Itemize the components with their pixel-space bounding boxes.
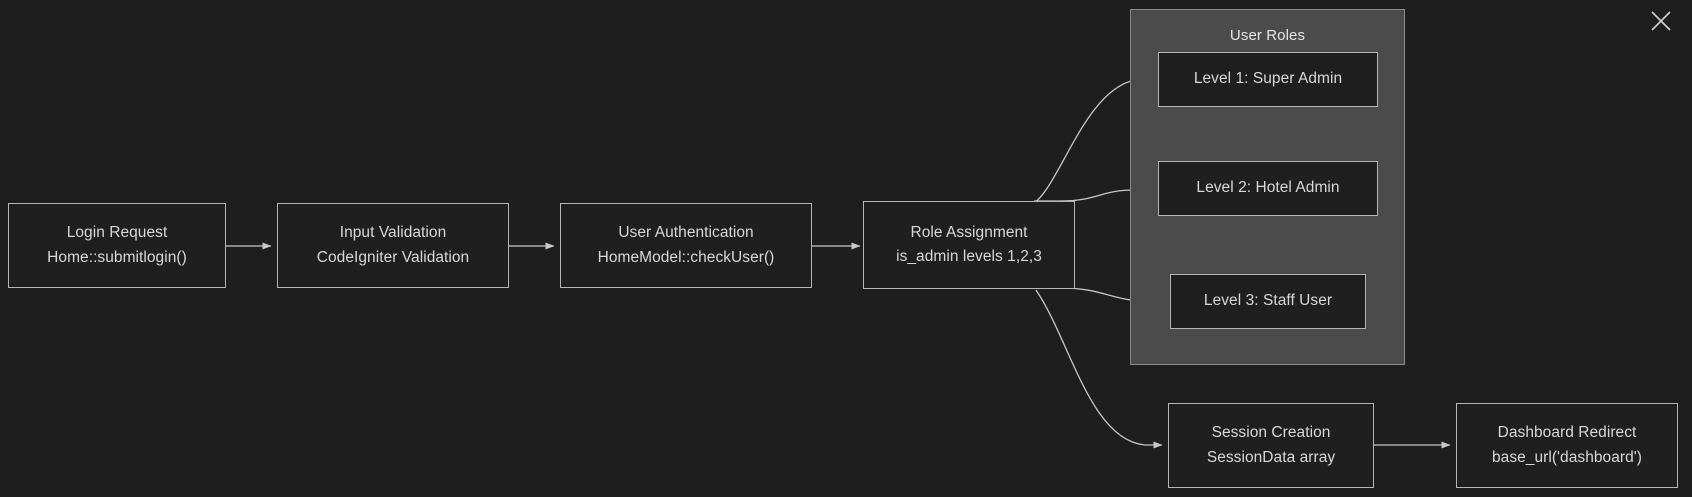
node-login-request[interactable]: Login Request Home::submitlogin() xyxy=(8,203,226,288)
node-role-assignment-line2: is_admin levels 1,2,3 xyxy=(896,248,1042,265)
close-icon[interactable] xyxy=(1646,6,1676,36)
node-user-authentication[interactable]: User Authentication HomeModel::checkUser… xyxy=(560,203,812,288)
user-roles-panel-title: User Roles xyxy=(1229,27,1306,44)
node-level-3[interactable]: Level 3: Staff User xyxy=(1170,274,1366,329)
node-login-request-line2: Home::submitlogin() xyxy=(47,248,187,266)
node-session-creation[interactable]: Session Creation SessionData array xyxy=(1168,403,1374,488)
node-level-2[interactable]: Level 2: Hotel Admin xyxy=(1158,161,1378,216)
node-user-authentication-line2: HomeModel::checkUser() xyxy=(597,248,775,266)
node-dashboard-redirect-line2: base_url('dashboard') xyxy=(1491,448,1642,466)
node-session-creation-line1: Session Creation xyxy=(1211,424,1331,442)
node-session-creation-line2: SessionData array xyxy=(1206,448,1336,466)
node-dashboard-redirect[interactable]: Dashboard Redirect base_url('dashboard') xyxy=(1456,403,1678,488)
close-icon-glyph xyxy=(1651,11,1671,31)
node-input-validation[interactable]: Input Validation CodeIgniter Validation xyxy=(277,203,509,288)
node-dashboard-redirect-line1: Dashboard Redirect xyxy=(1497,424,1637,442)
node-login-request-line1: Login Request xyxy=(66,224,168,242)
node-input-validation-line2: CodeIgniter Validation xyxy=(316,248,470,266)
node-role-assignment[interactable]: Role Assignment is_admin levels 1,2,3 xyxy=(863,201,1075,289)
node-level-2-label: Level 2: Hotel Admin xyxy=(1196,179,1340,197)
node-role-assignment-line1: Role Assignment xyxy=(910,223,1028,241)
node-level-3-label: Level 3: Staff User xyxy=(1203,292,1333,310)
node-level-1-label: Level 1: Super Admin xyxy=(1193,70,1343,88)
node-level-1[interactable]: Level 1: Super Admin xyxy=(1158,52,1378,107)
node-input-validation-line1: Input Validation xyxy=(339,224,447,242)
node-user-authentication-line1: User Authentication xyxy=(618,224,754,242)
